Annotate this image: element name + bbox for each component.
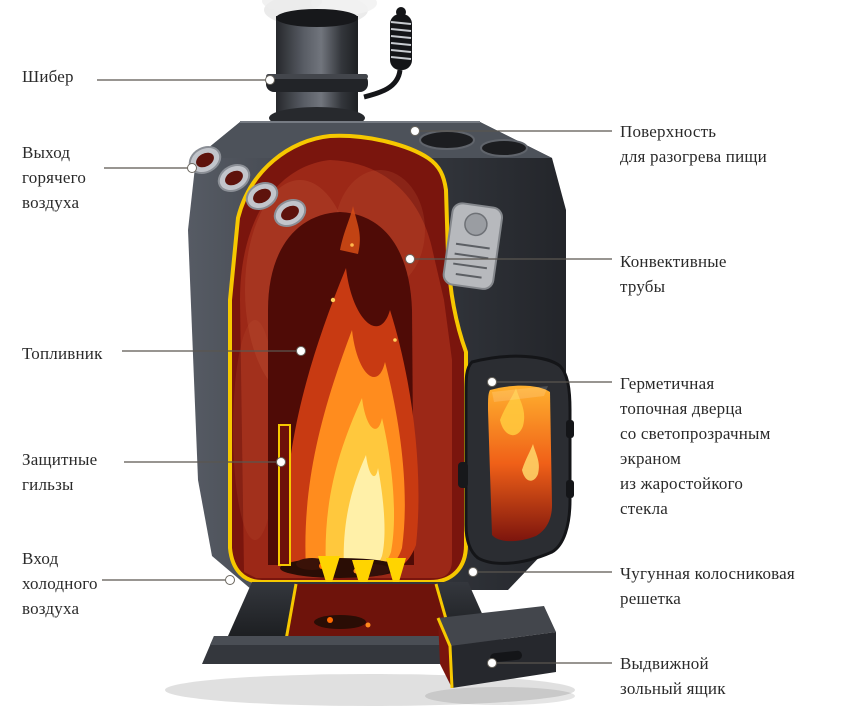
grate-tooth: [386, 558, 406, 592]
leader-lines: [97, 79, 612, 664]
chimney-pipe: [266, 9, 368, 129]
label-cold-air-inlet: Вход холодного воздуха: [22, 549, 98, 618]
label-ash-box: Выдвижной зольный ящик: [620, 654, 726, 698]
ash-drawer: [436, 606, 556, 689]
nameplate-badge: [442, 202, 504, 290]
marker-dots: [187, 75, 497, 668]
stove-base: [202, 582, 512, 664]
grate-and-coals: [280, 556, 406, 596]
label-hot-air-outlet: Выход горячего воздуха: [22, 143, 87, 212]
label-firebox: Топливник: [22, 344, 103, 363]
grate-tooth: [318, 556, 340, 592]
convective-tube-ends: [188, 146, 307, 227]
firebox-door: [458, 354, 574, 565]
ash-drawer-handle: [490, 650, 522, 663]
label-cast-iron-grate: Чугунная колосниковая решетка: [620, 564, 795, 608]
protective-sleeve: [278, 424, 291, 566]
flames: [284, 206, 419, 572]
door-handle: [458, 462, 468, 488]
label-damper: Шибер: [22, 67, 74, 86]
label-convective-tubes: Конвективные трубы: [620, 252, 727, 296]
label-protective-sleeves: Защитные гильзы: [22, 450, 98, 494]
label-heating-surface: Поверхность для разогрева пищи: [620, 122, 767, 166]
grate-tooth: [352, 560, 374, 596]
damper-spring-handle: [363, 7, 412, 100]
floor-shadow: [165, 674, 575, 706]
label-sealed-door: Герметичная топочная дверца со светопроз…: [620, 374, 771, 518]
